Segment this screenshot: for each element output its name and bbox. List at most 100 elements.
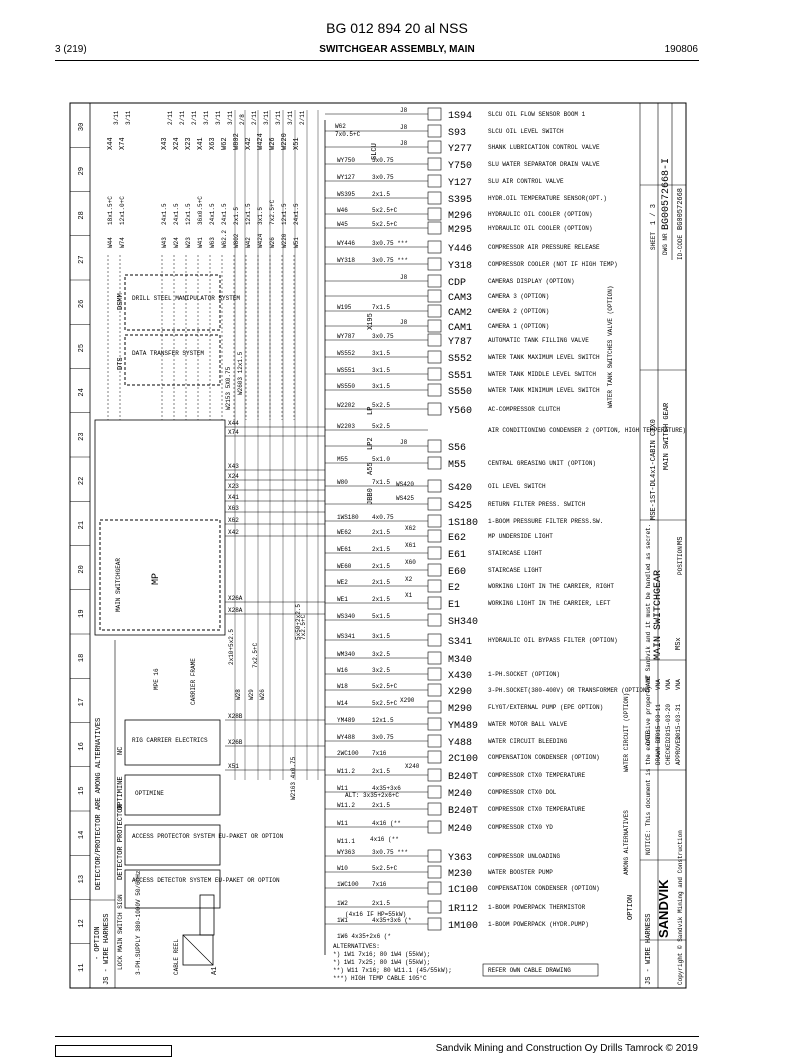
top-cable-code: W26 <box>269 237 276 248</box>
device-description: SHANK LUBRICATION CONTROL VALVE <box>488 144 600 151</box>
access-protector-box <box>124 824 221 866</box>
mp-connector: X42 <box>228 529 239 536</box>
device-symbol <box>427 613 442 627</box>
device-wire-spec: 3x0.75 <box>372 174 394 181</box>
page-number: 3 (219) <box>55 44 87 55</box>
device-wire-spec: 5x2.5 <box>372 423 390 430</box>
top-cable-page: 3/11 <box>227 110 234 125</box>
device-code: S552 <box>448 354 472 365</box>
device-wire-code: W2202 <box>337 402 355 409</box>
grid-number: 16 <box>78 742 86 750</box>
device-wire-code: W11 <box>337 820 348 827</box>
top-cable-page: 2/11 <box>251 110 258 125</box>
device-wire-spec: 3x2.5 <box>372 667 390 674</box>
device-wire-spec: 2x1.5 <box>372 579 390 586</box>
device-description: AIR CONDITIONING CONDENSER 2 (OPTION, HI… <box>488 427 686 434</box>
device-code: CAM2 <box>448 308 472 319</box>
top-cable-spec: 24x1.5 <box>173 203 180 225</box>
ws425-label: WS425 <box>396 495 414 502</box>
device-symbol <box>427 514 442 528</box>
supply-label: 3-PH.SUPPLY 380-1000V 50/60Hz <box>135 870 142 975</box>
device-wire-spec: 12x1.5 <box>372 717 394 724</box>
w111-label: W11.1 <box>337 838 355 845</box>
device-wire-spec: 2x1.5 <box>372 546 390 553</box>
device-description: SLCU OIL FLOW SENSOR BOOM 1 <box>488 111 586 118</box>
document-title: BG 012 894 20 al NSS <box>326 20 468 36</box>
top-cable-code: W44 <box>107 237 114 248</box>
device-symbol <box>427 785 442 799</box>
optimine-side-label: OPTIMINE <box>117 776 125 810</box>
device-symbol <box>427 667 442 681</box>
top-cable-page: 2/11 <box>167 110 174 125</box>
device-wire-code: WM340 <box>337 651 355 658</box>
device-code: M230 <box>448 869 472 880</box>
device-code: Y277 <box>448 144 472 155</box>
sheet-value: 1 / 3 <box>650 204 658 225</box>
ws420-label: WS420 <box>396 481 414 488</box>
device-wire-code: WE62 <box>337 529 352 536</box>
device-wire-code: W80 <box>337 479 348 486</box>
dsmm-label: DRILL STEEL MANIPULATOR SYSTEM <box>132 295 240 302</box>
copyright-text: Copyright © Sandvik Mining and Construct… <box>677 830 684 985</box>
jbb0-label: JBB0 <box>367 488 375 505</box>
top-cable-page: 3/11 <box>215 110 222 125</box>
device-wire-code: J8 <box>400 274 408 281</box>
device-code: B240T <box>448 772 478 783</box>
device-wire-spec: 5x2.5 <box>372 402 390 409</box>
device-description: CAMERA 1 (OPTION) <box>488 323 549 330</box>
device-code: M240 <box>448 824 472 835</box>
device-symbol <box>427 402 442 416</box>
device-wire-spec: 5x2.5+C <box>372 221 398 228</box>
top-cable-page: 3/11 <box>113 110 120 125</box>
device-wire-code: 1WS180 <box>337 514 359 521</box>
top-cable-ref: X42 <box>245 137 253 150</box>
grid-number: 29 <box>78 167 86 175</box>
mp-label: MAIN SWITCHGEAR <box>115 558 122 612</box>
device-description: MP UNDERSIDE LIGHT <box>488 533 553 540</box>
refer-note: REFER OWN CABLE DRAWING <box>488 967 571 974</box>
position-value: MS <box>677 537 685 545</box>
dts-box <box>124 334 221 386</box>
device-code: 1S180 <box>448 518 478 529</box>
device-wire-code: W11.2 <box>337 802 355 809</box>
device-code: X430 <box>448 671 472 682</box>
footnote-line: ***) HIGH TEMP CABLE 105°C <box>333 975 427 982</box>
top-cable-spec: 24x1.5 <box>293 203 300 225</box>
device-description: 1-BOOM POWERPACK (HYDR.PUMP) <box>488 921 589 928</box>
approved-name: VNA <box>675 679 682 690</box>
device-description: SLU WATER SEPARATOR DRAIN VALVE <box>488 161 600 168</box>
document-date: 190806 <box>664 44 698 55</box>
device-description: COMPRESSOR CTX0 TEMPERATURE <box>488 772 586 779</box>
device-symbol <box>427 717 442 731</box>
device-code: S395 <box>448 195 472 206</box>
device-wire-code: W11 <box>337 785 348 792</box>
top-cable-ref: W802 <box>233 133 241 150</box>
vertical-cable-label: W2603 12x1.5 <box>237 351 244 395</box>
footnote-line: ALTERNATIVES: <box>333 943 380 950</box>
x60-label: X60 <box>405 559 416 566</box>
device-wire-code: J8 <box>400 319 408 326</box>
approved-date: 2015-03-31 <box>675 704 682 740</box>
top-cable-ref: X23 <box>185 137 193 150</box>
refer-box <box>482 963 599 977</box>
device-description: COMPRESSOR CTX0 TEMPERATURE <box>488 806 586 813</box>
grid-number: 18 <box>78 654 86 662</box>
x290-label: X290 <box>400 697 415 704</box>
grid-number: 20 <box>78 565 86 573</box>
device-code: M55 <box>448 460 466 471</box>
device-description: HYDRAULIC OIL BYPASS FILTER (OPTION) <box>488 637 618 644</box>
device-code: 1C100 <box>448 885 478 896</box>
option-right-label: OPTION <box>627 895 635 920</box>
footnote-line: **) W11 7x16; 80 W11.1 (45/55kW); <box>333 967 452 974</box>
device-symbol <box>427 497 442 511</box>
device-symbol <box>427 633 442 647</box>
grid-number: 30 <box>78 123 86 131</box>
rig-carrier-box <box>124 719 221 766</box>
drawing-number: BG00572668-I <box>661 158 672 230</box>
device-wire-spec: 7x1.5 <box>372 304 390 311</box>
position-label: POSITION <box>677 546 684 575</box>
device-description: WATER MOTOR BALL VALVE <box>488 721 568 728</box>
device-description: SLU AIR CONTROL VALVE <box>488 178 564 185</box>
